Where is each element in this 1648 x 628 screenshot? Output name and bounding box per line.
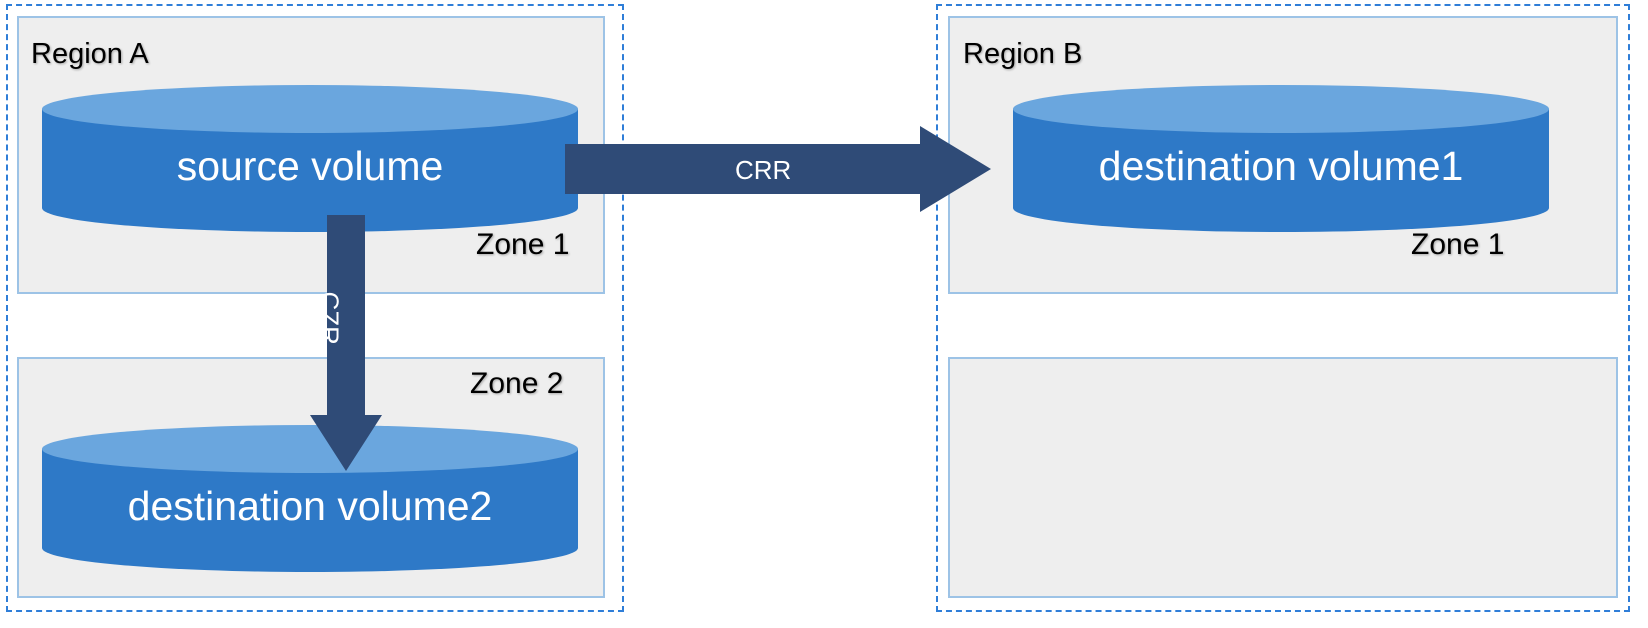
region-a-title: Region A: [31, 38, 149, 70]
cylinder-top-ellipse: [1013, 85, 1549, 133]
destination-volume1-label: destination volume1: [1098, 143, 1464, 189]
crr-arrow-icon: [565, 126, 991, 212]
region-b-container: [936, 4, 1630, 612]
zone-b1-label: Zone 1: [1411, 228, 1505, 261]
cylinder-top-ellipse: [42, 425, 578, 473]
destination-volume1-cylinder: destination volume1: [1013, 85, 1549, 232]
region-b-title: Region B: [963, 38, 1083, 70]
crr-arrow-label: CRR: [735, 155, 792, 185]
zone-a2-label: Zone 2: [470, 367, 564, 400]
zone-b2-box: [948, 357, 1618, 598]
region-a-container: [6, 4, 624, 612]
destination-volume2-label: destination volume2: [127, 483, 493, 529]
czr-arrow-label: CZR: [314, 291, 345, 345]
source-volume-cylinder: source volume: [42, 85, 578, 232]
cylinder-top-ellipse: [42, 85, 578, 133]
zone-a1-label: Zone 1: [476, 228, 570, 261]
source-volume-label: source volume: [176, 143, 444, 189]
czr-arrow-icon: [310, 215, 382, 471]
destination-volume2-cylinder: destination volume2: [42, 425, 578, 572]
